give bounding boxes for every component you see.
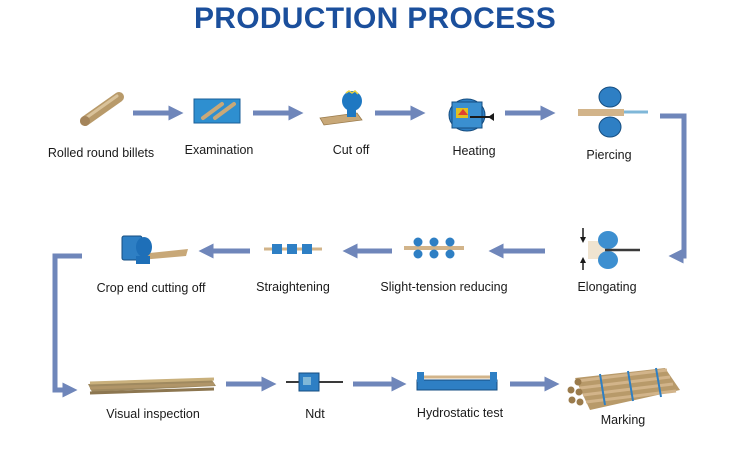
reducing-mill-icon xyxy=(404,237,464,259)
step-label-heating: Heating xyxy=(452,144,496,158)
furnace-icon xyxy=(448,98,494,132)
examination-icon xyxy=(193,98,241,124)
flow-connector xyxy=(52,253,82,398)
step-label-piercing: Piercing xyxy=(586,148,632,162)
step-label-visual-inspection: Visual inspection xyxy=(106,407,200,421)
elongating-mill-icon xyxy=(580,228,640,270)
step-label-elongating: Elongating xyxy=(577,280,637,294)
hydro-tester-icon xyxy=(416,372,498,391)
step-label-cut-off: Cut off xyxy=(332,143,370,157)
step-label-ndt: Ndt xyxy=(305,407,325,421)
pipe-bundle-icon xyxy=(567,367,680,410)
crop-cutter-icon xyxy=(121,235,188,264)
step-label-crop-end-cutting-off: Crop end cutting off xyxy=(96,281,206,295)
saw-icon xyxy=(319,90,363,126)
step-label-slight-tension-reducing: Slight-tension reducing xyxy=(380,280,508,294)
step-label-straightening: Straightening xyxy=(256,280,330,294)
step-label-hydrostatic-test: Hydrostatic test xyxy=(416,406,504,420)
step-label-examination: Examination xyxy=(184,143,254,157)
ndt-tester-icon xyxy=(286,372,343,392)
piercing-mill-icon xyxy=(578,86,648,138)
straightener-icon xyxy=(264,244,322,254)
billet-icon xyxy=(80,92,124,126)
flow-connector xyxy=(660,113,687,264)
step-label-rolled-round-billets: Rolled round billets xyxy=(47,146,155,160)
page-title: PRODUCTION PROCESS xyxy=(193,2,557,35)
pipe-rack-icon xyxy=(88,377,216,395)
step-label-marking: Marking xyxy=(600,413,646,427)
